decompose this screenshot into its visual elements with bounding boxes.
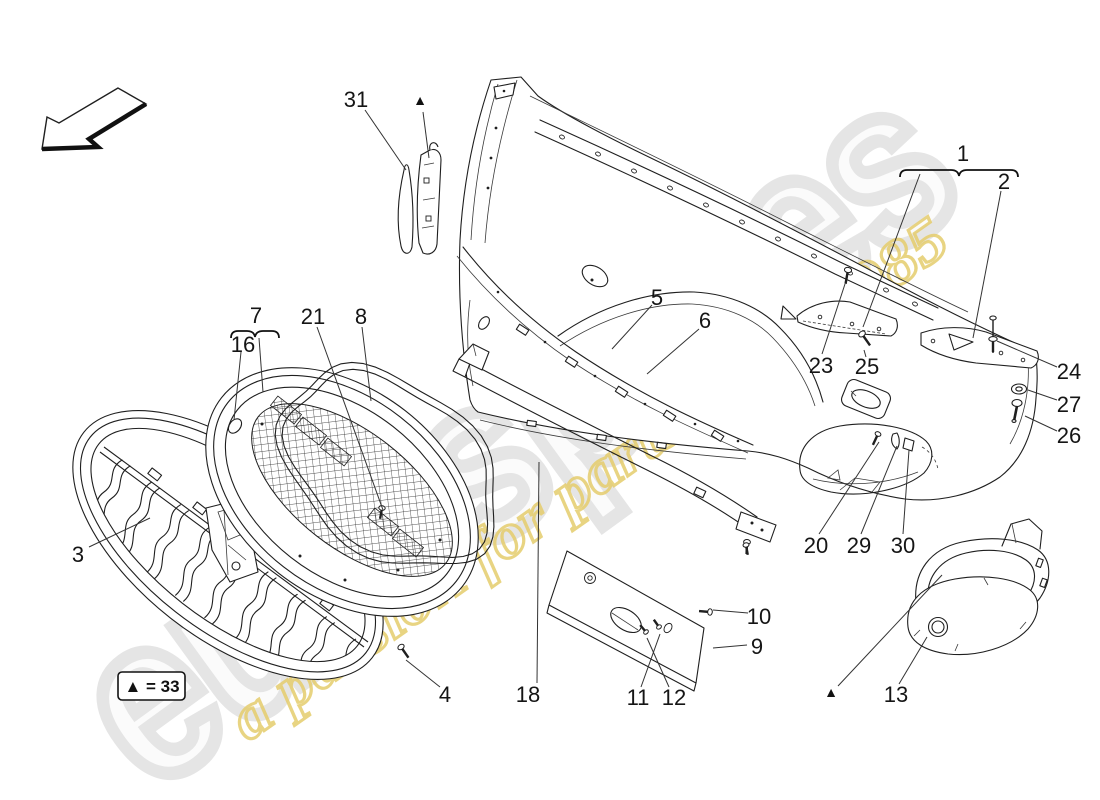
part-label-26[interactable]: 26: [1057, 423, 1081, 448]
legend-text: ▲ = 33: [124, 677, 179, 696]
triangle-marker: ▲: [824, 684, 838, 700]
part-label-8[interactable]: 8: [355, 304, 367, 329]
screw-drawing: [742, 542, 750, 556]
part-label-11[interactable]: 11: [627, 685, 650, 710]
screw-drawing: [652, 618, 662, 630]
screw-drawing: [843, 266, 853, 284]
stud-fastener: [988, 315, 998, 353]
part-label-7[interactable]: 7: [250, 303, 262, 328]
leader-line: [821, 283, 846, 355]
part-label-27[interactable]: 27: [1057, 392, 1081, 417]
leader-line: [646, 637, 670, 688]
leader-line: [640, 633, 661, 688]
clip-29: [891, 432, 900, 450]
leader-line: [902, 449, 910, 535]
part-label-5[interactable]: 5: [651, 285, 663, 310]
part-label-31[interactable]: 31: [344, 87, 368, 112]
pillar-trim-strips-drawing: [397, 142, 442, 255]
part-label-12[interactable]: 12: [662, 685, 686, 710]
part-label-10[interactable]: 10: [747, 604, 771, 629]
screw-drawing: [871, 431, 882, 446]
brace: [230, 330, 280, 339]
part-label-9[interactable]: 9: [751, 634, 763, 659]
leader-line: [996, 340, 1058, 368]
leader-line: [818, 441, 880, 535]
screw-drawing: [397, 643, 410, 659]
leader-line: [88, 517, 151, 548]
leader-line: [646, 328, 700, 375]
triangle-markers: ▲▲: [413, 92, 838, 700]
part-label-23[interactable]: 23: [809, 353, 833, 378]
part-label-6[interactable]: 6: [699, 308, 711, 333]
leader-line: [863, 349, 867, 358]
lower-spoiler-drawing: [452, 343, 777, 543]
leader-line: [611, 304, 653, 350]
leader-line: [712, 644, 748, 649]
frame-eyelet: [227, 418, 243, 434]
part-label-2[interactable]: 2: [998, 169, 1010, 194]
part-label-13[interactable]: 13: [884, 682, 908, 707]
leader-line: [316, 326, 384, 511]
part-label-24[interactable]: 24: [1057, 359, 1081, 384]
part-label-21[interactable]: 21: [301, 304, 325, 329]
rail-clips: [515, 323, 725, 442]
screw-drawing: [858, 330, 872, 347]
leader-line: [862, 173, 921, 328]
tow-hook-cover: [840, 378, 892, 420]
part-label-20[interactable]: 20: [804, 533, 828, 558]
direction-arrow-icon: [41, 87, 148, 152]
mesh-grille-drawing: [205, 367, 479, 617]
emblem-hole: [581, 264, 609, 288]
leader-lines: [88, 109, 1058, 688]
triangle-marker: ▲: [413, 92, 427, 108]
part-label-3[interactable]: 3: [72, 542, 84, 567]
legend-box: [117, 671, 186, 701]
leader-line: [860, 445, 898, 535]
part-label-30[interactable]: 30: [891, 533, 915, 558]
screw-drawing: [639, 624, 649, 635]
leader-line: [536, 461, 540, 684]
front-bumper-drawing: [456, 76, 1039, 501]
brace: [899, 169, 1019, 178]
part-label-4[interactable]: 4: [439, 682, 451, 707]
screw-drawing: [378, 505, 386, 520]
leader-line: [364, 109, 407, 171]
part-label-16[interactable]: 16: [231, 332, 255, 357]
leader-line: [1027, 389, 1058, 401]
bolt: [1011, 398, 1023, 423]
legend: ▲ = 33: [117, 671, 186, 701]
grille-seal-drawing: [274, 361, 495, 565]
upper-bracket-right: [920, 327, 1039, 369]
fog-bezel-drawings: [907, 518, 1050, 656]
leader-line: [898, 636, 928, 685]
leader-line: [972, 190, 1002, 339]
leader-line: [233, 351, 242, 421]
upper-bracket-left: [780, 300, 898, 337]
bracket-braces: [230, 169, 1019, 339]
vent-slots: [269, 395, 425, 558]
screw-drawing: [698, 608, 713, 616]
leader-line: [361, 326, 372, 402]
clip-30: [902, 437, 915, 452]
plate-holder-drawing: [546, 550, 705, 692]
washer: [1010, 383, 1028, 395]
leader-line: [258, 337, 264, 393]
leader-line: [422, 111, 430, 159]
leader-line: [837, 574, 943, 687]
left-grille-drawing: [72, 410, 384, 705]
part-label-25[interactable]: 25: [855, 354, 879, 379]
leader-line: [712, 609, 749, 614]
fastener-drawings: [378, 266, 882, 659]
part-label-18[interactable]: 18: [516, 682, 540, 707]
leader-line: [1024, 415, 1058, 432]
part-label-1[interactable]: 1: [957, 141, 969, 166]
part-label-29[interactable]: 29: [847, 533, 871, 558]
leader-line: [405, 659, 441, 688]
